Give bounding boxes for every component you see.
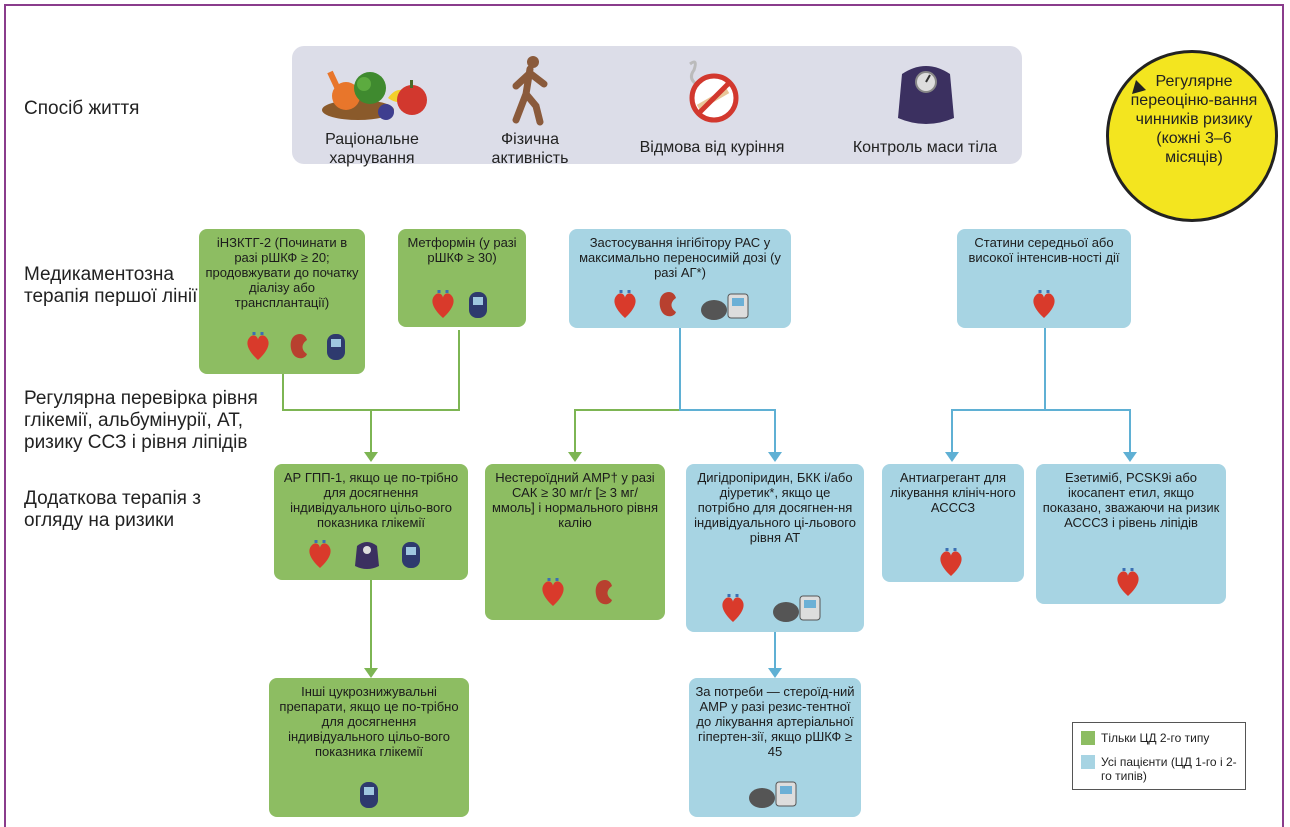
box-steroid-mra-text: За потреби — стероїд-ний АМР у разі рези… <box>695 684 855 759</box>
lifestyle-label-smoking: Відмова від куріння <box>639 139 785 156</box>
walking-person-icon <box>512 56 548 126</box>
legend-label-blue: Усі пацієнти (ЦД 1-го і 2-го типів) <box>1101 755 1237 783</box>
heart-icon <box>245 332 271 367</box>
heart-icon <box>1115 568 1141 603</box>
box-ezetimibe-text: Езетиміб, PCSK9i або ікосапент етил, якщ… <box>1042 470 1220 530</box>
glucose-meter-icon <box>358 780 380 815</box>
box-ezetimibe: Езетиміб, PCSK9i або ікосапент етил, якщ… <box>1036 464 1226 604</box>
row-label-monitoring: Регулярна перевірка рівня глікемії, альб… <box>24 388 258 453</box>
scale-icon <box>898 66 954 124</box>
box-glp1-text: АР ГПП-1, якщо це по-трібно для досягнен… <box>283 470 459 530</box>
heart-icon <box>612 290 638 325</box>
reassessment-text: Регулярне переоціню-вання чинників ризик… <box>1130 73 1258 166</box>
legend: Тільки ЦД 2-го типу Усі пацієнти (ЦД 1-г… <box>1072 722 1246 790</box>
scale-icon <box>354 540 380 575</box>
box-ras-text: Застосування інгібітору РАС у максимальн… <box>579 235 781 280</box>
blood-pressure-monitor-icon <box>748 778 798 815</box>
heart-icon <box>307 540 333 575</box>
heart-icon <box>430 290 456 325</box>
box-ccb-text: Дигідропіридин, БКК і/або діуретик*, якщ… <box>694 470 856 545</box>
heart-icon <box>938 548 964 583</box>
cycle-arrow-icon <box>1132 80 1146 94</box>
box-metformin-text: Метформін (у разі рШКФ ≥ 30) <box>407 235 517 265</box>
kidney-icon <box>289 332 311 367</box>
box-other-glucose-lowering: Інші цукрознижувальні препарати, якщо це… <box>269 678 469 817</box>
figure-frame <box>4 4 1284 827</box>
box-mra-text: Нестероїдний АМР† у разі САК ≥ 30 мг/г [… <box>491 470 659 530</box>
box-ccb-diuretic: Дигідропіридин, БКК і/або діуретик*, якщ… <box>686 464 864 632</box>
reassessment-circle <box>1106 50 1278 222</box>
heart-icon <box>540 578 566 613</box>
legend-swatch-green <box>1081 731 1095 745</box>
box-nonsteroidal-mra: Нестероїдний АМР† у разі САК ≥ 30 мг/г [… <box>485 464 665 620</box>
box-statins-text: Статини середньої або високої інтенсив-н… <box>968 235 1120 265</box>
box-antiplatelet-text: Антиагрегант для лікування клініч-ного А… <box>890 470 1016 515</box>
legend-label-green: Тільки ЦД 2-го типу <box>1101 731 1210 745</box>
kidney-icon <box>658 290 680 325</box>
heart-icon <box>720 594 746 629</box>
box-other-glucose-text: Інші цукрознижувальні препарати, якщо це… <box>279 684 459 759</box>
legend-swatch-blue <box>1081 755 1095 769</box>
row-label-additional: Додаткова терапія з огляду на ризики <box>24 488 201 531</box>
box-ras-inhibitor: Застосування інгібітору РАС у максимальн… <box>569 229 791 328</box>
row-label-lifestyle: Спосіб життя <box>24 98 140 119</box>
glucose-meter-icon <box>325 332 347 367</box>
glucose-meter-icon <box>467 290 489 325</box>
box-metformin: Метформін (у разі рШКФ ≥ 30) <box>398 229 526 327</box>
lifestyle-label-activity: Фізична активність <box>491 131 569 167</box>
box-sglt2-text: іНЗКТГ-2 (Починати в разі рШКФ ≥ 20; про… <box>205 235 359 310</box>
blood-pressure-monitor-icon <box>700 290 750 327</box>
healthy-food-icon <box>322 70 427 120</box>
heart-icon <box>1031 290 1057 325</box>
blood-pressure-monitor-icon <box>772 592 822 629</box>
glucose-meter-icon <box>400 540 422 575</box>
row-label-first-line: Медикаментозна терапія першої лінії <box>24 264 198 307</box>
box-steroidal-mra: За потреби — стероїд-ний АМР у разі рези… <box>689 678 861 817</box>
kidney-icon <box>594 578 616 613</box>
lifestyle-label-weight: Контроль маси тіла <box>852 139 998 156</box>
no-smoking-icon <box>689 60 739 123</box>
lifestyle-label-food: Раціональне харчування <box>325 131 419 167</box>
